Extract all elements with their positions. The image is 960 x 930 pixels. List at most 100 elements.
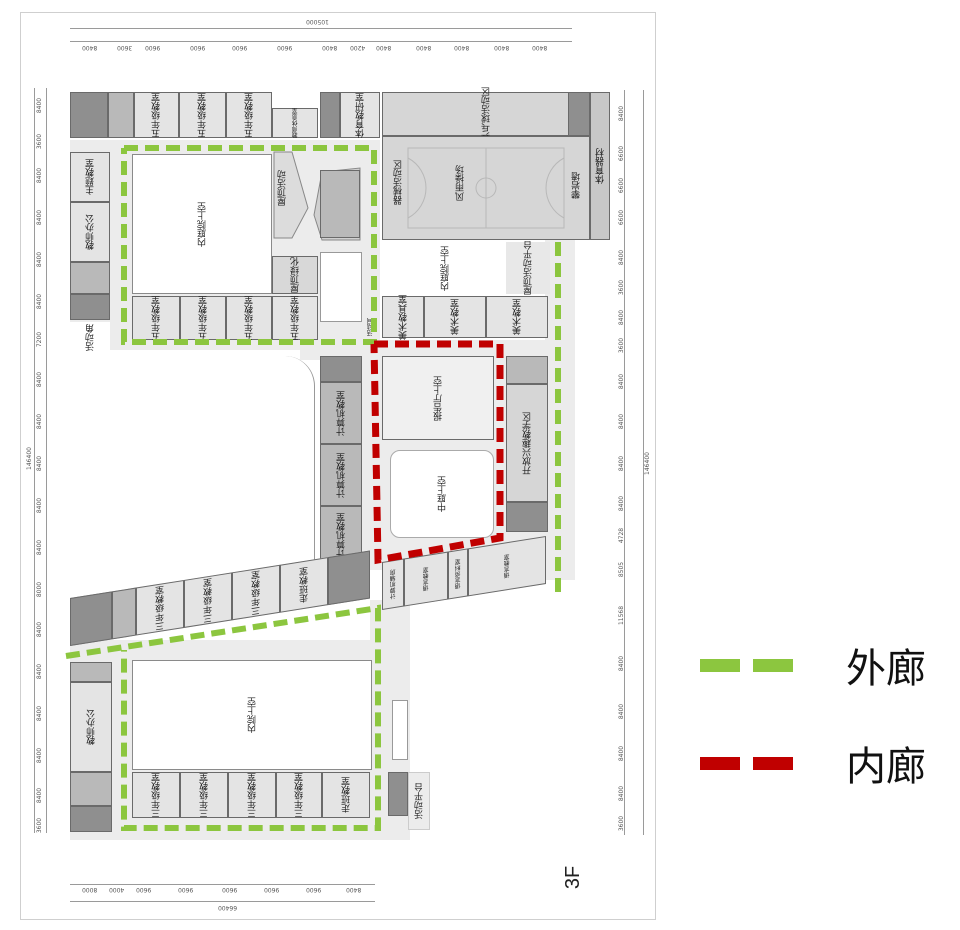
- room-label: 语言教室: [503, 553, 511, 579]
- activity-platform: 活动平台: [408, 772, 430, 830]
- legend-item-outer-corridor: 外廊: [700, 636, 926, 694]
- dimension-line: [70, 901, 375, 902]
- room-label: 计算机辅房: [389, 568, 397, 600]
- classroom: 五年级教室: [179, 92, 226, 138]
- dimension-segment: 8400: [36, 497, 44, 514]
- dimension-segment: 8400: [454, 44, 470, 51]
- dimension-segment: 8400: [346, 886, 362, 893]
- dimension-segment: 8400: [36, 209, 44, 226]
- computer-classroom: 计算机教室: [320, 382, 362, 444]
- room-label: 五年级教室: [198, 92, 208, 138]
- dimension-segment: 8400: [36, 747, 44, 764]
- dimension-segment: 8400: [36, 371, 44, 388]
- dimension-total: 105000: [306, 18, 329, 25]
- room-label: 教师办公: [85, 214, 96, 250]
- activity-corner: 活动角: [70, 322, 110, 352]
- flex-classroom: 走班教室: [280, 557, 328, 613]
- room-label: 乒乓球活动区: [481, 87, 492, 141]
- dimension-segment: 8400: [376, 44, 392, 51]
- room-label: 五年级教室: [151, 295, 162, 341]
- dimension-segment: 3600: [618, 279, 626, 296]
- dimension-line: [70, 884, 375, 885]
- dimension-segment: 8000: [82, 886, 98, 893]
- green-dash-icon: [753, 658, 793, 672]
- restroom: [70, 92, 108, 138]
- dimension-segment: 4200: [350, 44, 366, 51]
- room-label: 美术教室: [450, 299, 461, 335]
- auditorium-void: 报告厅上空: [382, 356, 494, 440]
- stairwell: [568, 92, 590, 136]
- classroom: 三年级教室: [276, 772, 322, 818]
- dimension-segment: 9600: [136, 886, 152, 893]
- room-label: 教师休息室: [291, 108, 299, 138]
- dimension-segment: 8400: [36, 787, 44, 804]
- dimension-line: [624, 90, 625, 835]
- stairwell: [388, 772, 408, 816]
- open-void: [70, 356, 315, 562]
- room-label: 中庭上空: [437, 476, 448, 512]
- activity-room-label: 活动间: [367, 318, 374, 336]
- room-label: 屋顶绿化: [290, 257, 301, 293]
- classroom: 五年级教室: [272, 295, 318, 341]
- classroom: 五年级教室: [132, 295, 180, 341]
- dimension-segment: 9600: [232, 44, 248, 51]
- dimension-segment: 8400: [36, 251, 44, 268]
- stairwell: [70, 806, 112, 832]
- dimension-segment: 8400: [494, 44, 510, 51]
- courtyard-void: 内庭院上空: [132, 154, 272, 294]
- restroom: [70, 591, 112, 646]
- stairwell: [70, 294, 110, 320]
- dimension-segment: 8400: [532, 44, 548, 51]
- dimension-total: 66400: [218, 904, 238, 911]
- dimension-segment: 6600: [618, 209, 626, 226]
- computer-aux-room: 计算机辅房: [382, 558, 404, 610]
- pingpong-area: 乒乓球活动区: [382, 87, 590, 141]
- dimension-segment: 3600: [618, 337, 626, 354]
- dimension-segment: 8400: [618, 785, 626, 802]
- dimension-segment: 8400: [36, 705, 44, 722]
- dimension-segment: 8400: [618, 455, 626, 472]
- dimension-segment: 3600: [36, 133, 44, 150]
- legend-label: 内廊: [846, 744, 926, 790]
- flex-classroom: 走班教室: [322, 772, 370, 818]
- sports-equipment: 体育器材: [590, 92, 610, 240]
- art-storage: 美术教具室: [382, 295, 424, 340]
- dimension-segment: 8400: [618, 495, 626, 512]
- room-label: 活动角: [85, 323, 96, 351]
- roof-activity-label: 屋顶活动: [278, 170, 288, 206]
- classroom: 三年级教室: [184, 572, 232, 628]
- dimension-segment: 8400: [36, 293, 44, 310]
- room-label: 语言资料室: [454, 558, 462, 590]
- room-label: 走班教室: [299, 566, 310, 604]
- classroom: 三年级教室: [136, 579, 184, 636]
- dimension-segment: 8400: [36, 97, 44, 114]
- room-label: 报告厅上空: [433, 375, 444, 421]
- pe-office: 体育教研室: [340, 92, 380, 138]
- room-label: 体育教研室: [355, 92, 366, 138]
- courtyard-void: 内院上空: [132, 660, 372, 770]
- room-label: 计算机教室: [336, 512, 347, 558]
- stairwell: [112, 587, 136, 640]
- room-label: 五年级教室: [290, 295, 301, 341]
- atrium-void: 中庭上空: [390, 450, 494, 538]
- classroom: 三年级教室: [180, 772, 228, 818]
- dimension-segment: 8400: [618, 655, 626, 672]
- climbing-wall-label: 攀岩墙: [572, 172, 582, 199]
- room-label: 三年级教室: [247, 772, 258, 818]
- dimension-segment: 8400: [36, 621, 44, 638]
- restroom: [320, 170, 360, 238]
- stairwell: [108, 92, 134, 138]
- room-label: 体育器材: [595, 148, 606, 184]
- room-label: 五年级教室: [244, 295, 255, 341]
- teacher-office: 教师办公: [70, 202, 110, 262]
- roof-platform: 屋顶活动平台: [506, 241, 550, 295]
- basketball-court-icon: [407, 147, 565, 229]
- dimension-segment: 8400: [618, 745, 626, 762]
- courtyard-void: 内庭院上空: [384, 242, 506, 294]
- restroom: [70, 662, 112, 682]
- art-classroom: 美术教室: [424, 296, 486, 338]
- room-label: 屋顶活动平台: [523, 241, 534, 295]
- classroom: 三年级教室: [132, 772, 180, 818]
- dimension-segment: 11568: [618, 605, 626, 626]
- dimension-segment: 3600: [36, 817, 44, 834]
